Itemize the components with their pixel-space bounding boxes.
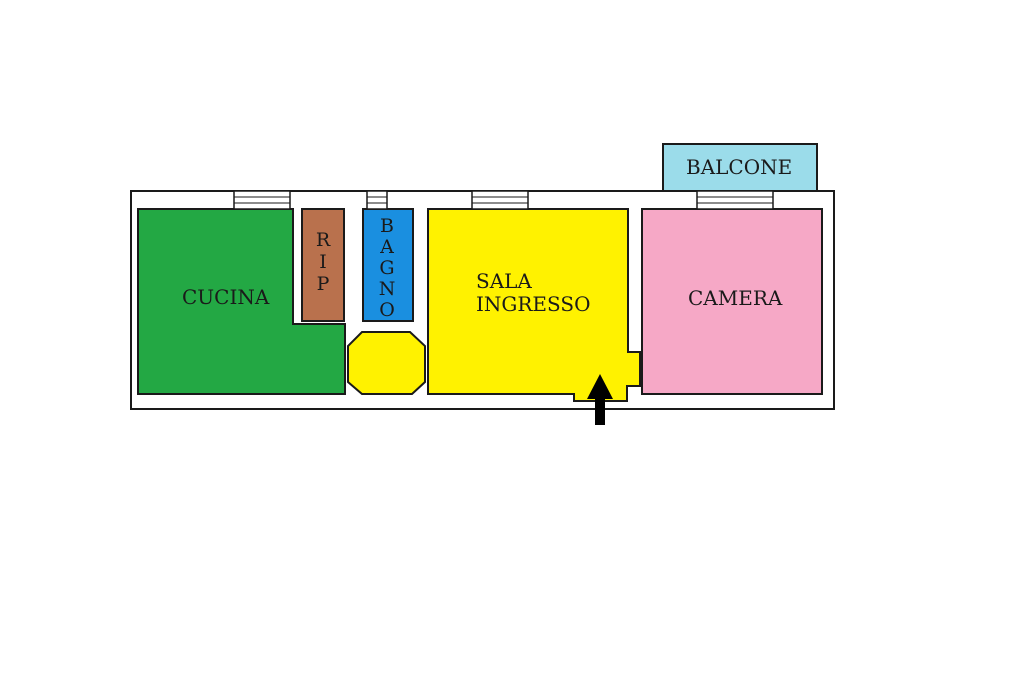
label-cucina: CUCINA: [182, 285, 270, 309]
window-sala: [471, 190, 529, 210]
label-rip-letter: R: [316, 229, 331, 251]
label-bagno-letter: B: [380, 215, 394, 237]
label-bagno-letter: N: [379, 278, 396, 300]
label-camera: CAMERA: [688, 286, 783, 310]
room-rip: [301, 208, 345, 322]
window-cucina: [233, 190, 291, 210]
label-rip-letter: I: [319, 251, 327, 273]
room-sala-ingresso: [427, 208, 641, 402]
label-sala-line1: SALA: [476, 269, 532, 293]
label-balcone: BALCONE: [686, 155, 792, 179]
room-balcone: [662, 143, 818, 192]
label-bagno-letter: A: [379, 236, 394, 258]
label-rip-letter: P: [317, 273, 330, 295]
window-camera: [696, 190, 774, 210]
label-bagno-letter: G: [379, 257, 394, 279]
room-cucina: [137, 208, 346, 395]
room-bagno: [362, 208, 414, 322]
label-rip: R I P: [316, 229, 331, 295]
label-sala-line2: INGRESSO: [476, 292, 590, 316]
label-bagno: B A G N O: [379, 215, 396, 321]
label-bagno-letter: O: [379, 299, 395, 321]
window-bagno: [366, 190, 388, 210]
entrance-arrow-icon: [587, 374, 613, 425]
room-hallway: [347, 331, 426, 395]
